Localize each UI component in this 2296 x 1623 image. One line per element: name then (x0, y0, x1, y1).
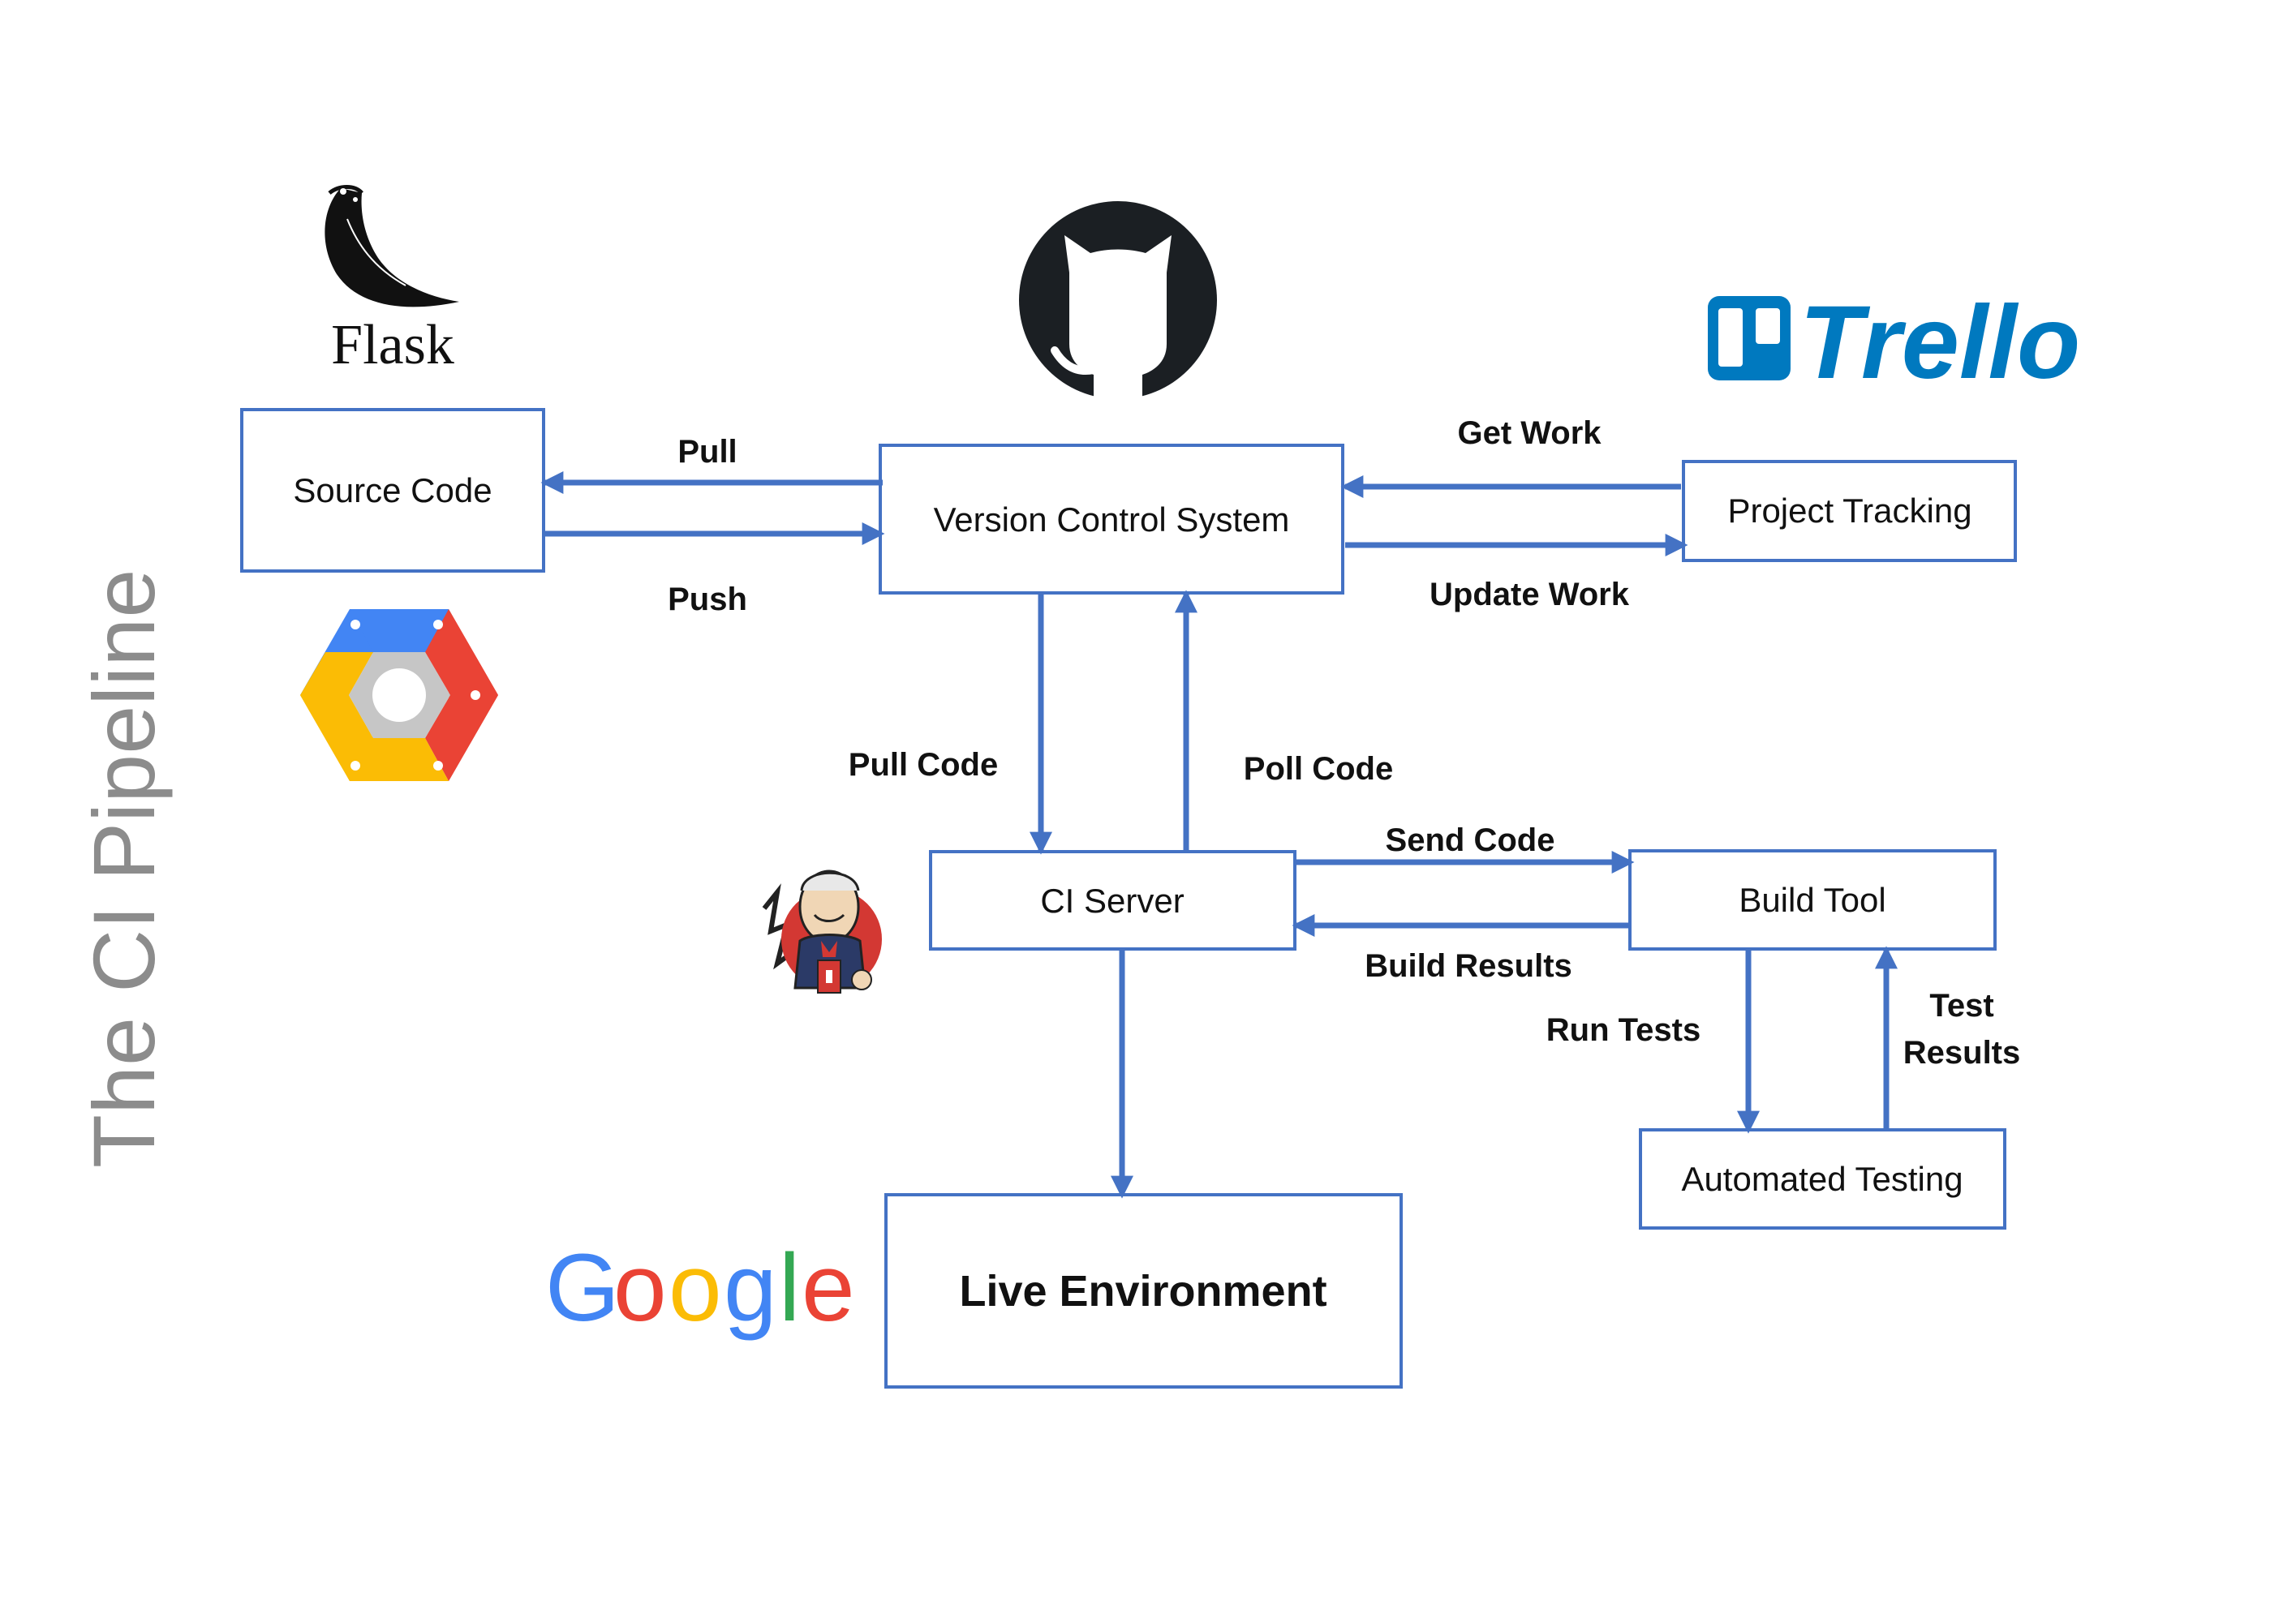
google-letter-o1: o (613, 1234, 667, 1342)
node-project-tracking-label: Project Tracking (1727, 492, 1971, 530)
trello-logo: Trello (1708, 285, 2080, 401)
edge-pull-label: Pull (677, 434, 737, 470)
edge-run-tests-label: Run Tests (1546, 1012, 1701, 1048)
node-automated-testing-label: Automated Testing (1681, 1160, 1963, 1198)
edge-pull-code-label: Pull Code (849, 747, 998, 783)
node-build-tool-label: Build Tool (1739, 881, 1885, 919)
jenkins-butler-icon (762, 869, 882, 994)
node-version-control-system: Version Control System (879, 444, 1344, 595)
jenkins-logo (762, 869, 882, 994)
google-cloud-logo (300, 609, 498, 781)
trello-board-icon (1708, 296, 1791, 380)
github-logo (1019, 201, 1217, 399)
google-letter-e: e (802, 1234, 855, 1342)
edge-send-code-label: Send Code (1386, 822, 1555, 858)
edge-update-work-label: Update Work (1430, 577, 1630, 612)
edge-test-results-label-line1: Test (1929, 988, 1993, 1024)
github-octocat-icon (1019, 201, 1217, 399)
node-live-environment: Live Environment (884, 1193, 1403, 1389)
flask-horn-icon (325, 185, 459, 307)
flask-wordmark: Flask (331, 314, 454, 376)
edge-test-results-label-line2: Results (1903, 1035, 2021, 1071)
trello-wordmark: Trello (1799, 285, 2080, 401)
node-ci-server: CI Server (929, 850, 1296, 951)
google-wordmark-icon: G o o g l e (545, 1234, 855, 1342)
edge-get-work-label: Get Work (1457, 415, 1602, 451)
node-vcs-label: Version Control System (934, 500, 1290, 539)
google-cloud-hexagon-icon (300, 609, 498, 781)
google-letter-o2: o (669, 1234, 722, 1342)
edge-push-label: Push (668, 582, 747, 617)
edge-build-results-label: Build Results (1365, 948, 1572, 984)
flask-logo: Flask (325, 185, 459, 376)
diagram-title: The CI Pipeline (75, 569, 173, 1168)
node-ci-server-label: CI Server (1040, 882, 1184, 920)
node-live-environment-label: Live Environment (959, 1267, 1326, 1316)
edge-poll-code-label: Poll Code (1244, 751, 1393, 787)
node-project-tracking: Project Tracking (1682, 460, 2017, 562)
google-letter-g1: G (545, 1234, 620, 1342)
node-build-tool: Build Tool (1628, 849, 1997, 951)
node-source-code: Source Code (240, 408, 545, 573)
google-letter-l: l (779, 1234, 800, 1342)
node-automated-testing: Automated Testing (1639, 1128, 2006, 1230)
google-logo: G o o g l e (545, 1234, 855, 1342)
node-source-code-label: Source Code (293, 471, 492, 509)
google-letter-g2: g (724, 1234, 777, 1342)
